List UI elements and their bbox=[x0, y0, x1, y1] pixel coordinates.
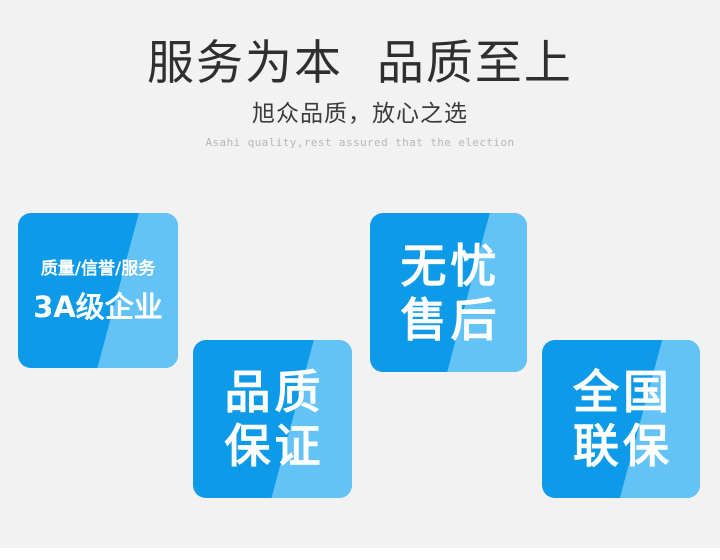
tile-warranty-line-b: 联保 bbox=[573, 419, 673, 473]
header-block: 服务为本 品质至上 旭众品质，放心之选 Asahi quality,rest a… bbox=[0, 0, 720, 150]
tile-certification-line-small: 质量/信誉/服务 bbox=[40, 258, 156, 279]
page-title: 服务为本 品质至上 bbox=[147, 36, 573, 91]
feature-tile-warranty[interactable]: 全国 联保 bbox=[542, 340, 700, 498]
tile-service-line-a: 无忧 bbox=[400, 238, 501, 293]
bottom-white-strip bbox=[0, 548, 720, 560]
tile-quality-line-a: 品质 bbox=[224, 365, 325, 419]
tile-quality-line-b: 保证 bbox=[224, 419, 325, 473]
page-subtitle: 旭众品质，放心之选 bbox=[252, 101, 468, 127]
feature-tile-service[interactable]: 无忧 售后 bbox=[370, 213, 527, 372]
feature-tile-quality[interactable]: 品质 保证 bbox=[193, 340, 352, 498]
tile-service-line-b: 售后 bbox=[400, 292, 501, 347]
page-subtitle-english: Asahi quality,rest assured that the elec… bbox=[205, 136, 515, 149]
tile-text-group: 质量/信誉/服务 3A级企业 bbox=[18, 213, 178, 368]
tile-text-group: 无忧 售后 bbox=[370, 213, 527, 372]
tile-text-group: 全国 联保 bbox=[542, 340, 700, 498]
tile-certification-line-large: 3A级企业 bbox=[33, 289, 163, 324]
feature-tile-certification[interactable]: 质量/信誉/服务 3A级企业 bbox=[18, 213, 178, 368]
tile-text-group: 品质 保证 bbox=[193, 340, 352, 498]
tile-warranty-line-a: 全国 bbox=[573, 365, 673, 419]
